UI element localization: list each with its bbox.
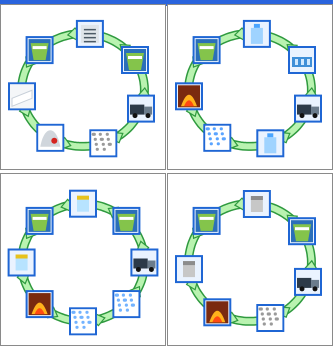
metal-can-icon xyxy=(244,191,270,217)
collection-truck-icon xyxy=(295,96,321,122)
glass-jar-new-icon xyxy=(9,250,35,276)
recycling-bin-icon xyxy=(122,47,148,73)
metal-scrap-icon xyxy=(257,305,283,331)
paper-roll-icon xyxy=(9,83,35,109)
plastic-bottle-icon xyxy=(244,21,270,47)
home-sorting-icon xyxy=(27,37,53,63)
panel-glass-cycle xyxy=(0,173,166,346)
plastic-flakes-icon xyxy=(204,125,230,151)
collection-truck-icon xyxy=(295,269,321,295)
home-sorting-icon xyxy=(194,208,220,234)
panel-plastic-cycle xyxy=(167,4,333,170)
home-sorting-icon xyxy=(27,208,53,234)
home-sorting-icon xyxy=(194,37,220,63)
metal-can-new-icon xyxy=(176,256,202,282)
shredded-paper-icon xyxy=(90,130,116,156)
panel-paper-cycle xyxy=(0,4,166,170)
plastic-crate-icon xyxy=(289,47,315,73)
bottle-bank-icon xyxy=(131,250,157,276)
furnace-icon xyxy=(176,83,202,109)
recycling-bin-icon xyxy=(113,208,139,234)
panel-metal-cycle xyxy=(167,173,333,346)
furnace-icon xyxy=(27,291,53,317)
newspaper-icon xyxy=(77,21,103,47)
furnace-icon xyxy=(204,299,230,325)
collection-truck-icon xyxy=(128,96,154,122)
glass-cullet-icon xyxy=(70,308,96,334)
crushed-glass-icon xyxy=(113,291,139,317)
paper-pulp-icon xyxy=(37,125,63,151)
glass-jar-icon xyxy=(70,191,96,217)
plastic-bottles-icon xyxy=(257,130,283,156)
recycling-bin-icon xyxy=(289,218,315,244)
